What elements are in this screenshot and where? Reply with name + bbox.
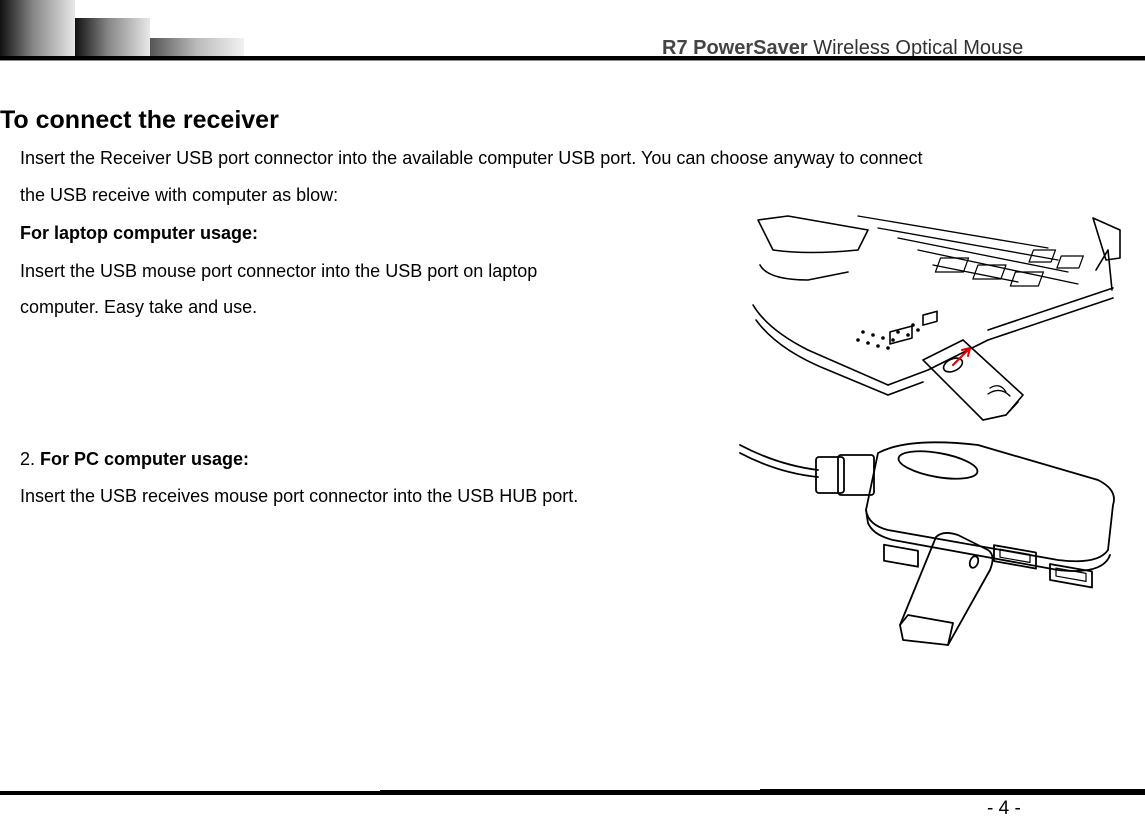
laptop-heading: For laptop computer usage:	[20, 223, 259, 243]
intro-line-1: Insert the Receiver USB port connector i…	[20, 148, 923, 168]
laptop-line-1: Insert the USB mouse port connector into…	[20, 261, 538, 281]
header-title: R7 PowerSaver Wireless Optical Mouse	[662, 36, 1023, 60]
footer-rule	[0, 789, 1145, 795]
pc-line-1: Insert the USB receives mouse port conne…	[20, 486, 579, 506]
pc-heading-text: For PC computer usage:	[40, 449, 250, 469]
header-brand: R7 PowerSaver	[662, 37, 808, 59]
section-heading: To connect the receiver	[0, 106, 279, 134]
laptop-usb-illustration	[752, 215, 1121, 421]
header-title-rest: Wireless Optical Mouse	[807, 37, 1024, 59]
intro-line-2: the USB receive with computer as blow:	[20, 185, 339, 205]
header-rule	[0, 56, 1145, 61]
usb-hub-illustration	[739, 441, 1115, 646]
page-number: - 4 -	[987, 798, 1021, 819]
pc-number: 2.	[20, 449, 41, 469]
laptop-line-2: computer. Easy take and use.	[20, 297, 258, 317]
pc-heading: 2. For PC computer usage:	[20, 448, 249, 470]
header-decoration	[0, 0, 244, 58]
